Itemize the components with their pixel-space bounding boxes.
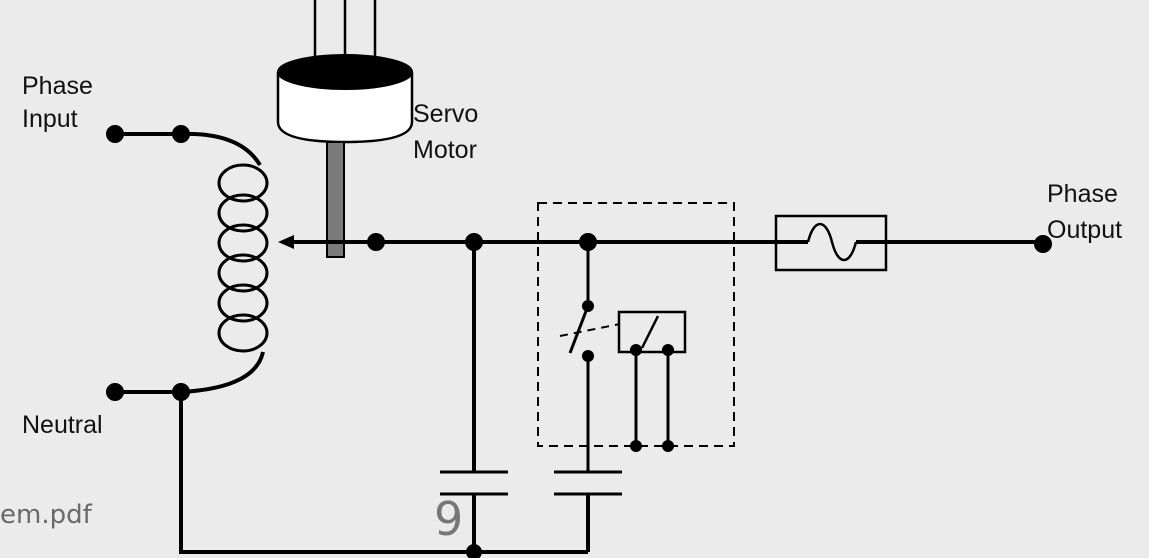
servo-motor-top <box>277 54 413 90</box>
sine-wave-icon <box>806 222 858 262</box>
motor-supply-wires <box>313 0 377 58</box>
coil-turn-3 <box>217 223 269 263</box>
relay-coil-bottom-node-right <box>662 440 674 452</box>
phase-output-terminal <box>1034 235 1052 253</box>
coil-top-lead <box>180 131 262 167</box>
capacitor-2 <box>554 470 622 552</box>
relay-coil-bottom-node-left <box>630 440 642 452</box>
coil-turn-5 <box>217 283 269 323</box>
phase-input-terminal <box>106 125 124 143</box>
coil-turn-4 <box>217 253 269 293</box>
neutral-label: Neutral <box>22 411 103 439</box>
relay-enclosure <box>537 202 735 447</box>
file-name-fragment: em.pdf <box>0 500 93 530</box>
relay-mechanical-link <box>559 323 621 337</box>
coil-turn-1 <box>217 163 269 203</box>
phase-input-label-line2: Input <box>22 105 78 133</box>
servo-motor-label-line1: Servo <box>413 100 478 128</box>
bus-node-1 <box>367 233 385 251</box>
neutral-wire <box>106 383 588 558</box>
relay-coil-symbol <box>640 315 660 349</box>
phase-input-label-line1: Phase <box>22 72 93 100</box>
neutral-return-line <box>179 392 588 554</box>
wiper-arrow <box>278 235 294 249</box>
phase-input-wire <box>106 125 262 167</box>
relay-unit <box>537 202 735 472</box>
page-number: 9 <box>434 492 463 546</box>
phase-output-label-line2: Output <box>1047 216 1122 244</box>
servo-motor-label-line2: Motor <box>413 136 477 164</box>
coil-turn-2 <box>217 193 269 233</box>
servo-motor <box>276 54 414 258</box>
relay-coil-box <box>617 310 687 354</box>
neutral-terminal <box>106 383 124 401</box>
switch-blade <box>568 305 590 354</box>
filter-block <box>774 214 888 272</box>
autotransformer-coil <box>180 163 269 394</box>
phase-output-label-line1: Phase <box>1047 180 1118 208</box>
output-bus <box>278 233 1052 253</box>
capacitor-1 <box>440 242 508 552</box>
coil-turn-6 <box>217 313 269 353</box>
servo-motor-shaft <box>326 141 345 258</box>
coil-bottom-lead <box>180 351 265 394</box>
